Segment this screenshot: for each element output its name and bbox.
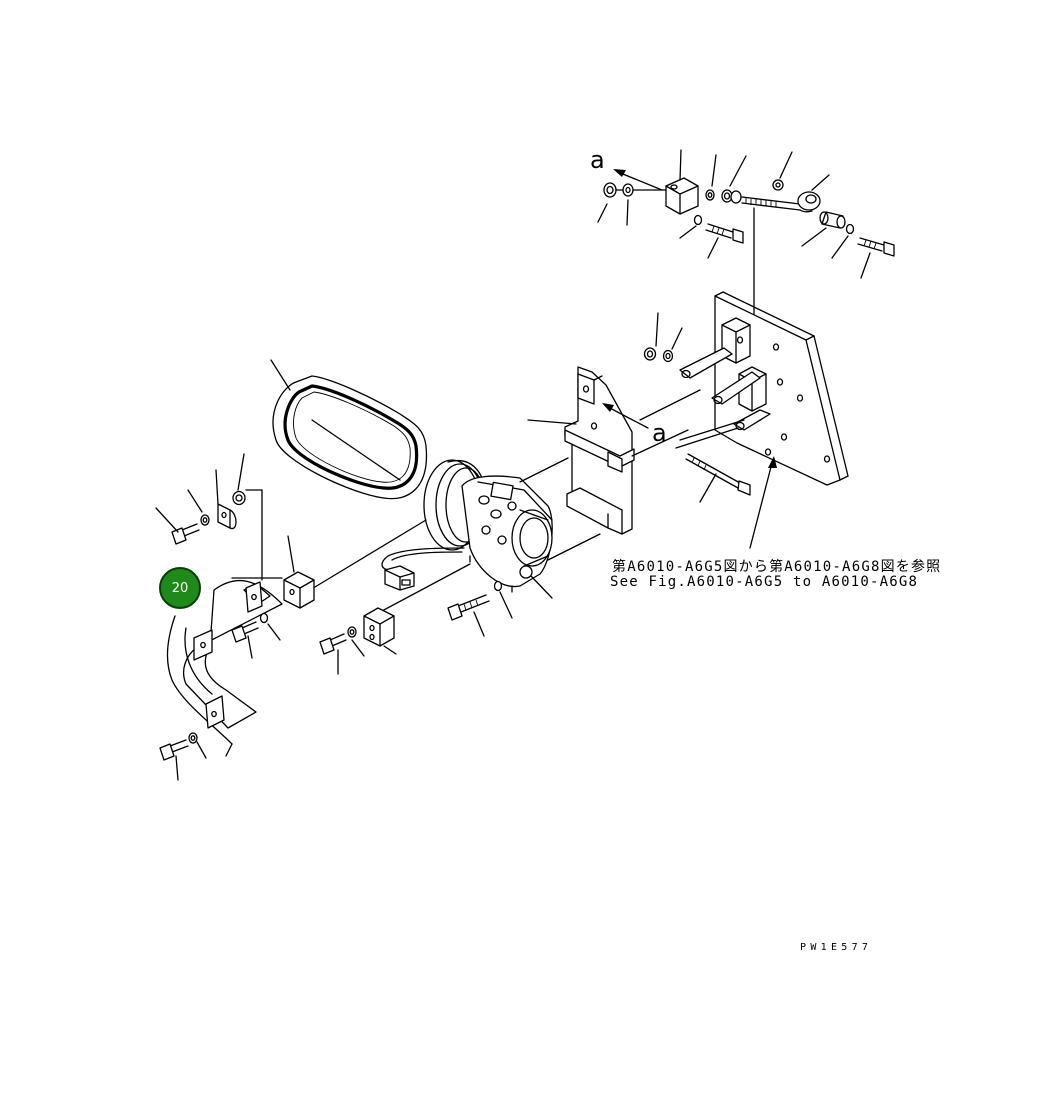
spacer-block-left	[283, 571, 315, 609]
ac-compressor	[309, 457, 601, 613]
square-nut-block	[665, 177, 699, 215]
compressor-bracket	[527, 366, 701, 535]
callout-letter-a-mid: a	[652, 419, 667, 447]
callout-letter-a-top: a	[590, 146, 605, 174]
wire-connector	[384, 565, 415, 591]
bolt-top-right	[857, 237, 895, 257]
long-pivot-bolt	[685, 453, 751, 496]
reference-note-en: See Fig.A6010-A6G5 to A6010-A6G8	[610, 574, 919, 590]
left-hardware-and-guard	[155, 453, 315, 781]
spacer-sleeve	[819, 211, 846, 229]
clip-left	[217, 503, 237, 530]
eye-bolt	[741, 191, 821, 213]
item-number-label: 20	[171, 580, 189, 596]
washer-top-left	[622, 183, 634, 197]
belt-guard	[167, 577, 283, 745]
bolt-top-middle	[705, 223, 744, 244]
reference-note-jp: 第A6010-A6G5図から第A6010-A6G8図を参照	[612, 559, 942, 575]
mounting-plate	[643, 291, 849, 549]
lower-center-hardware	[319, 580, 513, 675]
spacer-block-center	[363, 607, 395, 647]
drawing-number: PW1E577	[800, 942, 873, 953]
top-hardware-group	[597, 149, 895, 339]
item-number-badge[interactable]: 20	[159, 567, 201, 609]
v-belt	[270, 359, 428, 500]
nut-top-left	[603, 182, 617, 198]
